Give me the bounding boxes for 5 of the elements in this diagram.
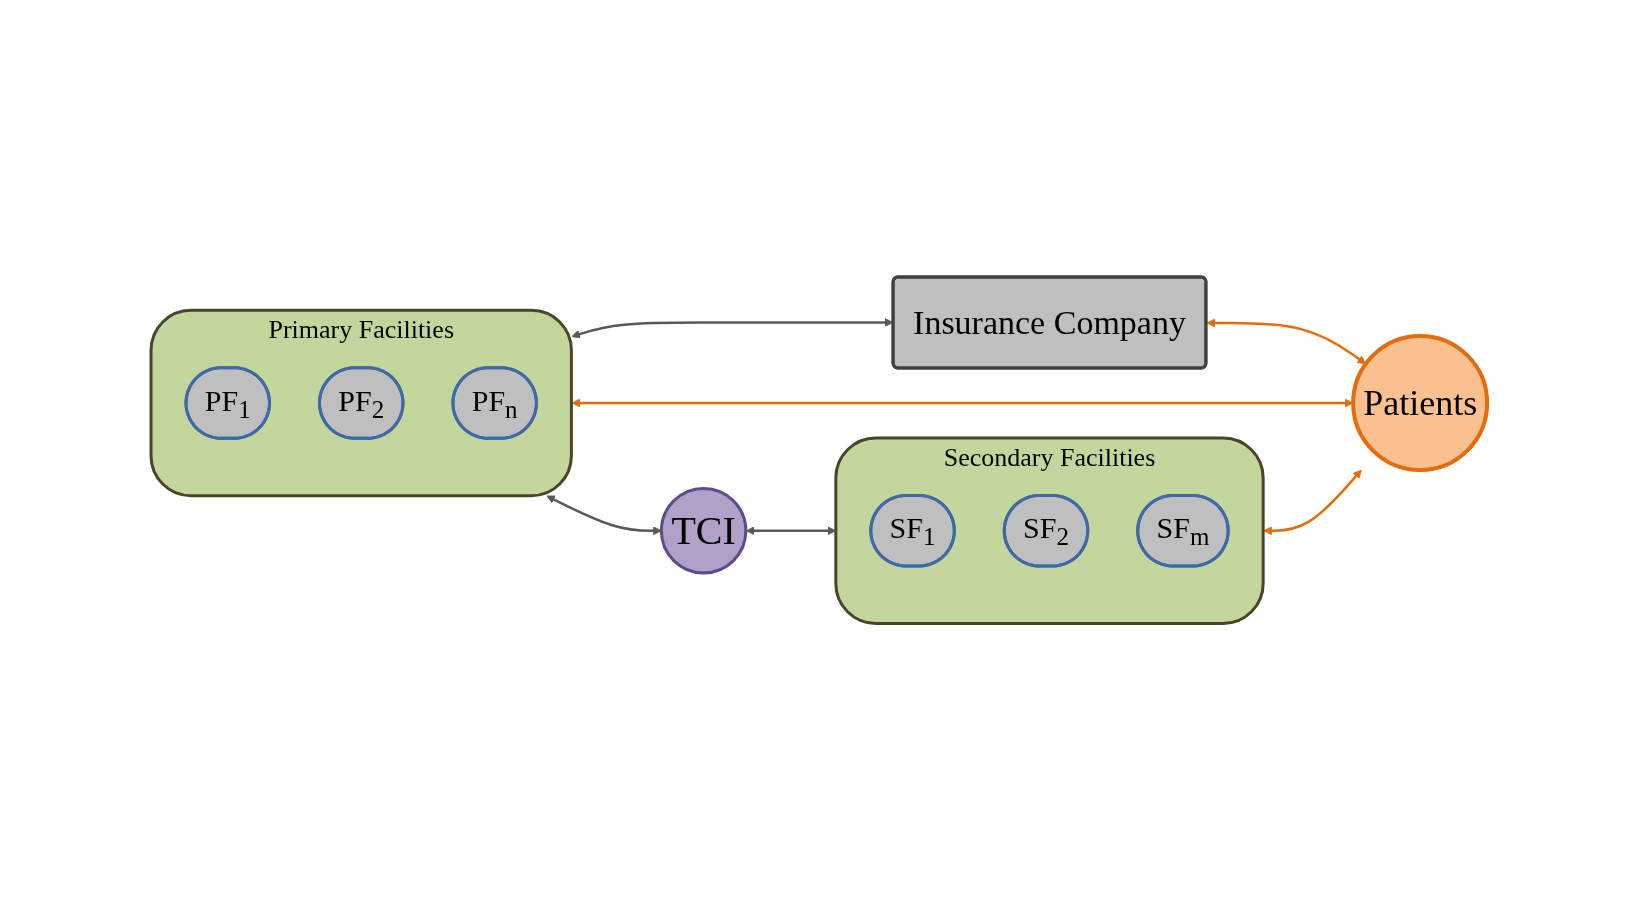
arrow: [546, 495, 662, 536]
arrow: [1263, 469, 1362, 536]
node-circle: TCI: [659, 487, 748, 575]
node-circle: Patients: [1351, 334, 1490, 473]
arrow: [1206, 318, 1367, 365]
